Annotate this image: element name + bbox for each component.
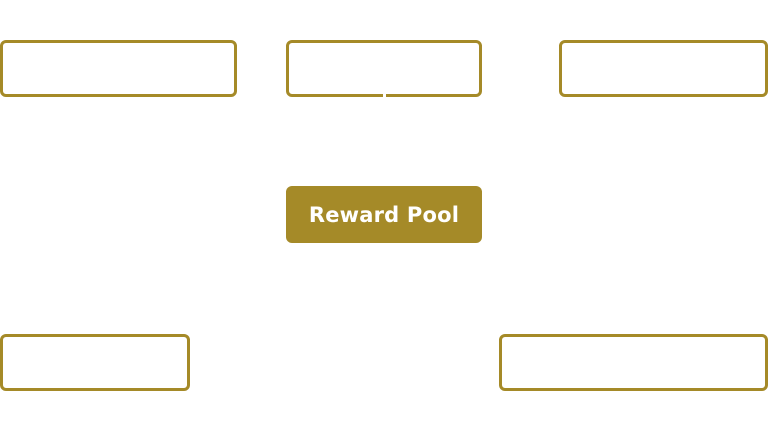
node-bottom-right xyxy=(499,334,768,391)
reward-pool-node: Reward Pool xyxy=(286,186,482,243)
node-top-center xyxy=(286,40,482,97)
node-top-right xyxy=(559,40,768,97)
node-bottom-left xyxy=(0,334,190,391)
reward-pool-label: Reward Pool xyxy=(308,202,460,227)
node-top-left xyxy=(0,40,237,97)
connector-notch xyxy=(383,94,386,98)
